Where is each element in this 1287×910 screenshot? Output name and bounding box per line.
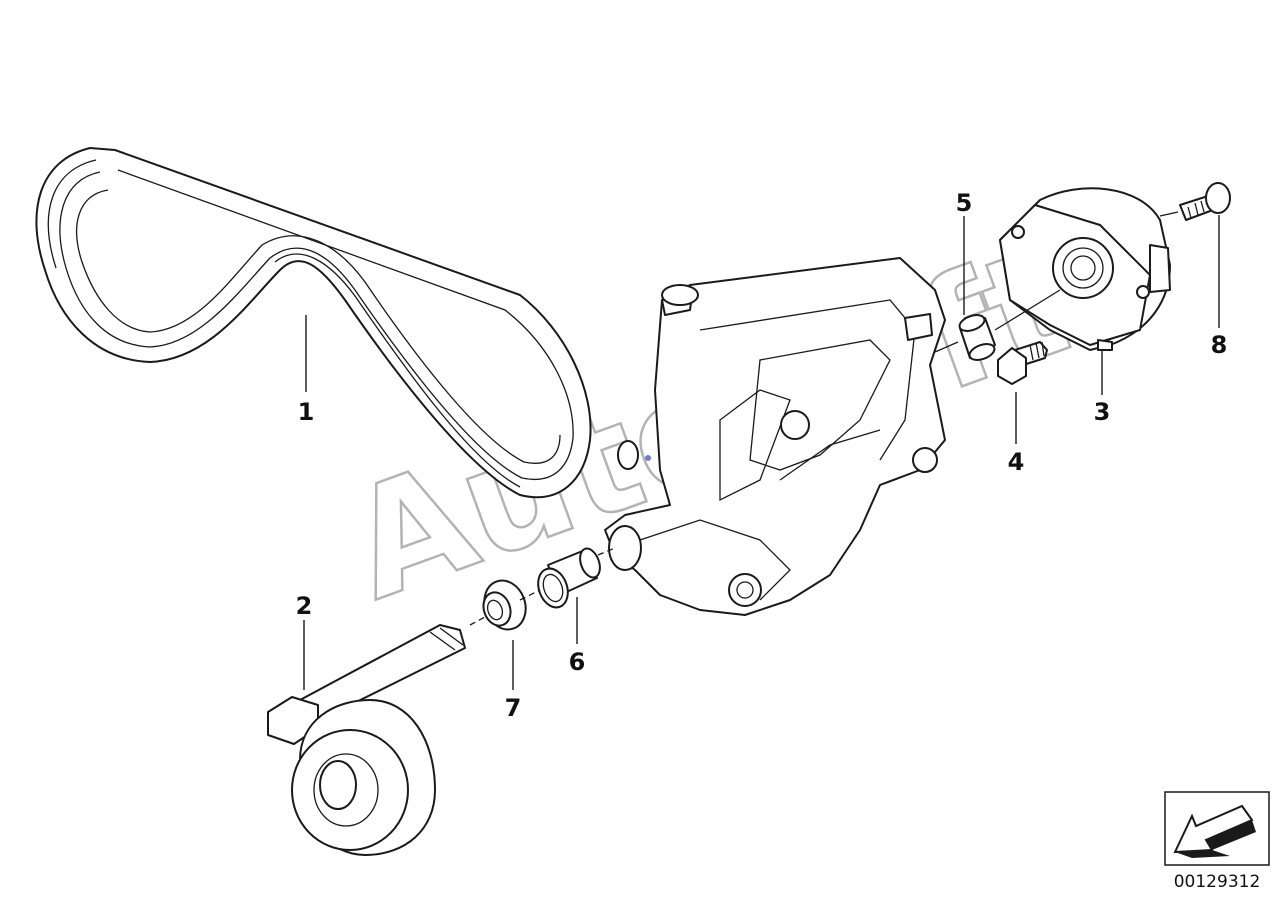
callout-2[interactable]: 2 [296,592,313,620]
sleeve-part-6[interactable] [533,546,604,612]
belt-part-1[interactable] [35,147,592,499]
callout-7[interactable]: 7 [505,694,522,722]
callout-3[interactable]: 3 [1094,398,1111,426]
alignment-lines [469,211,1179,626]
hex-bolt-part-4[interactable] [997,341,1048,385]
callout-8[interactable]: 8 [1211,331,1228,359]
callout-5[interactable]: 5 [956,189,973,217]
washer-part-7[interactable] [478,575,533,636]
bushing-part-5[interactable] [957,312,996,363]
idler-pulley-part-2[interactable] [267,624,466,856]
direction-arrow-box [1164,791,1270,866]
tensioner-part-3[interactable] [999,187,1171,351]
callout-1[interactable]: 1 [298,398,315,426]
callout-4[interactable]: 4 [1008,448,1025,476]
socket-bolt-part-8[interactable] [1179,182,1231,221]
accent-marker [645,455,651,461]
leader-lines [303,215,1220,690]
callout-6[interactable]: 6 [569,648,586,676]
tensioner-bracket[interactable] [604,257,946,616]
document-number: 00129312 [1174,872,1261,892]
